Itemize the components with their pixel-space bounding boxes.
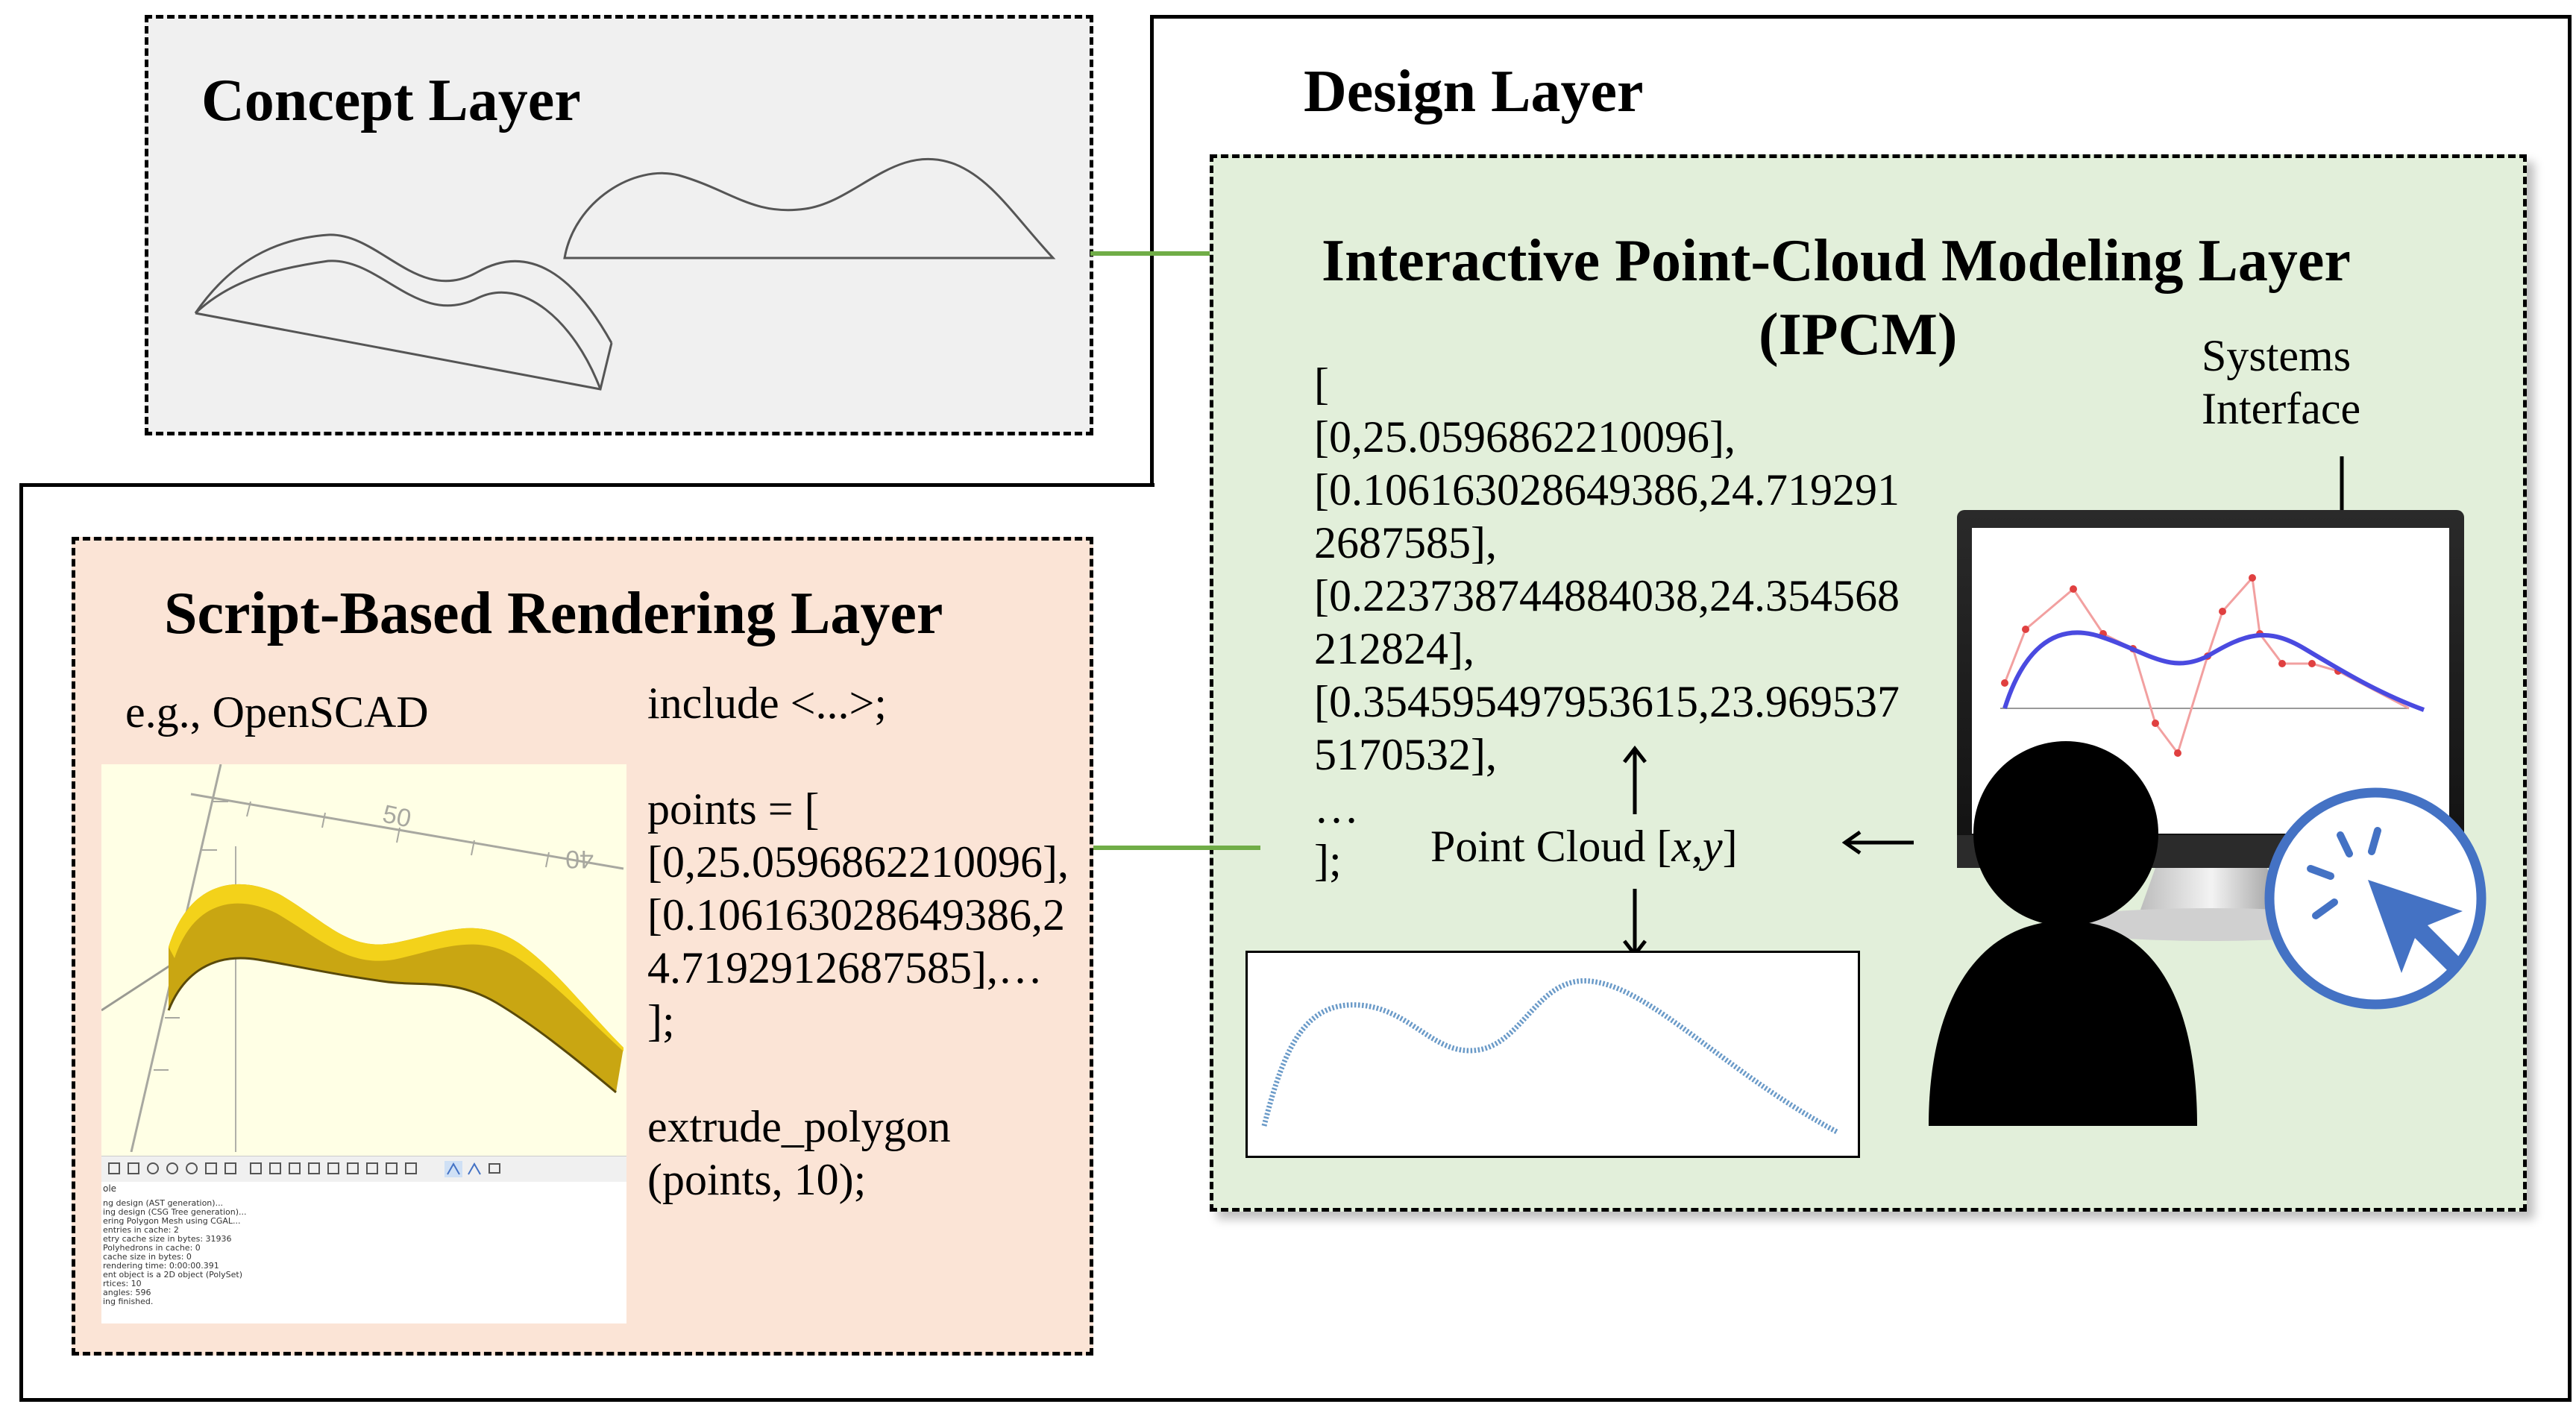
script-line: points = [ bbox=[647, 784, 820, 834]
console-line: cache size in bytes: 0 bbox=[103, 1252, 192, 1262]
script-line: [0.106163028649386,2 bbox=[647, 890, 1065, 939]
concept-layer-title: Concept Layer bbox=[201, 68, 581, 133]
console-line: ing design (CSG Tree generation)... bbox=[103, 1207, 247, 1217]
cursor-click-icon bbox=[2264, 787, 2487, 1010]
console-line: Polyhedrons in cache: 0 bbox=[103, 1243, 201, 1253]
openscad-toolbar bbox=[101, 1156, 626, 1183]
script-line: include <...>; bbox=[647, 679, 887, 728]
console-line: rendering time: 0:00:00.391 bbox=[103, 1261, 219, 1271]
console-line: ent object is a 2D object (PolySet) bbox=[103, 1270, 243, 1279]
frame-join-mask bbox=[1146, 487, 1158, 1398]
console-line: rtices: 10 bbox=[103, 1279, 142, 1288]
script-line: (points, 10); bbox=[647, 1155, 867, 1204]
openscad-screenshot: 50 40 ole ng design bbox=[101, 764, 626, 1323]
axis-label-40: 40 bbox=[565, 845, 594, 873]
point-list-line: [0.223738744884038,24.354568 bbox=[1314, 571, 1900, 620]
arrow-down-to-plot bbox=[1623, 889, 1647, 958]
point-list-line: [0.106163028649386,24.719291 bbox=[1314, 465, 1900, 514]
ipcm-title-line2: (IPCM) bbox=[1759, 302, 1958, 368]
point-list: [ [0,25.0596862210096], [0.1061630286493… bbox=[1314, 358, 1900, 887]
script-code: include <...>; points = [ [0,25.05968622… bbox=[647, 677, 1069, 1206]
design-layer-title: Design Layer bbox=[1304, 59, 1644, 125]
console-header: ole bbox=[103, 1183, 117, 1194]
rendering-layer-title: Script-Based Rendering Layer bbox=[164, 581, 943, 646]
user-icon bbox=[1929, 741, 2197, 1126]
concept-layer-box bbox=[145, 15, 1093, 435]
concept-sketch bbox=[194, 158, 1056, 391]
point-cloud-label: Point Cloud [x,y] bbox=[1430, 822, 1738, 871]
point-list-line: 5170532], bbox=[1314, 730, 1497, 779]
script-line bbox=[647, 730, 1069, 783]
axis-label-50: 50 bbox=[380, 800, 414, 834]
console-line: ering Polygon Mesh using CGAL... bbox=[103, 1216, 241, 1226]
script-line: extrude_polygon bbox=[647, 1102, 951, 1151]
point-list-line: [0,25.0596862210096], bbox=[1314, 412, 1735, 462]
console-line: entries in cache: 2 bbox=[103, 1225, 179, 1235]
console-line: etry cache size in bytes: 31936 bbox=[103, 1234, 232, 1244]
point-list-line: … bbox=[1314, 783, 1359, 832]
point-cloud-plot bbox=[1245, 951, 1860, 1158]
arrow-left-from-interface bbox=[1842, 830, 1914, 855]
openscad-viewport: 50 40 bbox=[101, 764, 624, 1152]
point-list-line: ]; bbox=[1314, 836, 1342, 885]
console-line: ng design (AST generation)... bbox=[103, 1198, 224, 1208]
openscad-console: ole ng design (AST generation)... ing de… bbox=[101, 1182, 626, 1323]
point-list-line: [0.354595497953615,23.969537 bbox=[1314, 677, 1900, 726]
point-list-line: 212824], bbox=[1314, 624, 1474, 673]
point-cloud-curve bbox=[1261, 978, 1838, 1135]
point-list-line: [ bbox=[1314, 359, 1329, 409]
console-log: ng design (AST generation)... ing design… bbox=[101, 1199, 626, 1306]
systems-interface-label: Systems Interface bbox=[2202, 331, 2361, 433]
toolbar-icons bbox=[108, 1161, 500, 1177]
ipcm-title-line1: Interactive Point-Cloud Modeling Layer bbox=[1322, 228, 2351, 294]
script-line bbox=[647, 1048, 1069, 1101]
script-line: ]; bbox=[647, 996, 675, 1045]
point-list-line: 2687585], bbox=[1314, 518, 1497, 567]
console-line: ing finished. bbox=[103, 1297, 154, 1306]
script-line: 4.7192912687585],… bbox=[647, 943, 1043, 992]
console-line: angles: 596 bbox=[103, 1288, 151, 1297]
script-line: [0,25.0596862210096], bbox=[647, 837, 1069, 887]
arrow-up-to-point-list bbox=[1623, 746, 1647, 814]
openscad-example-label: e.g., OpenSCAD bbox=[125, 687, 429, 737]
